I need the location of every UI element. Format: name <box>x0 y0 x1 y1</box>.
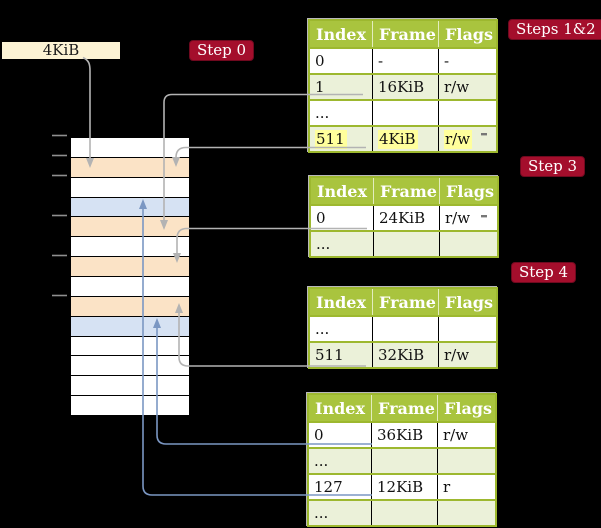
cell-flags <box>438 315 496 342</box>
cell-flags <box>439 230 497 256</box>
table-row: ... <box>310 315 496 342</box>
table-row: ... <box>309 499 495 525</box>
memory-row <box>71 396 189 416</box>
physical-memory-column <box>70 137 190 416</box>
col-header-frame: Frame <box>372 289 439 316</box>
highlight: 4KiB <box>378 130 418 149</box>
table-row-highlighted: 511 4KiB r/w <box>310 125 496 151</box>
memory-row <box>71 157 189 178</box>
cell-frame: 4KiB <box>372 125 439 151</box>
cell-flags: r/w <box>439 204 497 231</box>
badge-step-0: Step 0 <box>189 40 255 61</box>
memory-row <box>71 237 189 258</box>
cell-index: ... <box>309 447 372 474</box>
page-table-steps-1-2: Index Frame Flags 0 - - 1 16KiB r/w ... <box>308 19 498 153</box>
cell-frame <box>372 315 439 342</box>
cell-flags: r/w <box>438 125 496 151</box>
cell-frame: - <box>372 47 439 74</box>
table-header-row: Index Frame Flags <box>310 21 496 48</box>
cell-index: 0 <box>309 421 372 448</box>
cell-index: 0 <box>311 204 374 231</box>
table: Index Frame Flags 0 36KiB r/w ... 127 12… <box>309 395 495 525</box>
cell-frame <box>371 499 438 525</box>
cell-flags <box>438 99 496 126</box>
page-table-step-3: Index Frame Flags 0 24KiB r/w ... <box>309 176 499 258</box>
cell-flags: r/w <box>437 421 495 448</box>
table-row: ... <box>310 99 496 126</box>
col-header-index: Index <box>310 21 373 48</box>
badge-step-4: Step 4 <box>511 262 577 283</box>
cell-frame: 24KiB <box>373 204 440 231</box>
memory-row <box>71 296 189 317</box>
col-header-flags: Flags <box>437 395 495 422</box>
page-table-last-level: Index Frame Flags 0 36KiB r/w ... 127 12… <box>307 393 497 527</box>
cell-index: ... <box>310 99 373 126</box>
cell-index: ... <box>309 499 372 525</box>
col-header-flags: Flags <box>438 289 496 316</box>
page-table-step-4-upper: Index Frame Flags ... 511 32KiB r/w <box>308 287 498 369</box>
memory-row <box>71 316 189 337</box>
table-row: 1 16KiB r/w <box>310 73 496 100</box>
page-size-label: 4KiB <box>2 42 120 59</box>
cell-frame: 36KiB <box>371 421 438 448</box>
col-header-frame: Frame <box>372 21 439 48</box>
table: Index Frame Flags 0 - - 1 16KiB r/w ... <box>310 21 496 151</box>
cell-index: 511 <box>310 341 373 367</box>
col-header-frame: Frame <box>373 178 440 205</box>
table-row: 511 32KiB r/w <box>310 341 496 367</box>
cell-flags <box>437 499 495 525</box>
highlight: 511 <box>315 130 347 149</box>
col-header-flags: Flags <box>439 178 497 205</box>
address-ticks <box>52 134 67 297</box>
cell-index: 0 <box>310 47 373 74</box>
memory-row <box>71 336 189 357</box>
table-header-row: Index Frame Flags <box>310 289 496 316</box>
col-header-frame: Frame <box>371 395 438 422</box>
memory-row <box>71 356 189 377</box>
cell-index: 1 <box>310 73 373 100</box>
table-header-row: Index Frame Flags <box>309 395 495 422</box>
table-row: 127 12KiB r <box>309 473 495 500</box>
memory-row <box>71 197 189 218</box>
cell-frame <box>372 99 439 126</box>
table-row: 0 - - <box>310 47 496 74</box>
highlight: r/w <box>444 130 473 149</box>
table-row: ... <box>311 230 497 256</box>
badge-steps-1-2: Steps 1&2 <box>508 19 601 40</box>
col-header-index: Index <box>311 178 374 205</box>
table: Index Frame Flags ... 511 32KiB r/w <box>310 289 496 367</box>
memory-row <box>71 376 189 397</box>
memory-row <box>71 277 189 297</box>
cell-flags <box>437 447 495 474</box>
cell-frame: 12KiB <box>371 473 438 500</box>
cell-index: ... <box>311 230 374 256</box>
cell-frame: 32KiB <box>372 341 439 367</box>
cell-flags: r/w <box>438 73 496 100</box>
table-row: ... <box>309 447 495 474</box>
cell-flags: - <box>438 47 496 74</box>
memory-row <box>71 257 189 278</box>
col-header-index: Index <box>309 395 372 422</box>
table-header-row: Index Frame Flags <box>311 178 497 205</box>
memory-row <box>71 217 189 238</box>
cell-flags: r/w <box>438 341 496 367</box>
cell-index: 511 <box>310 125 373 151</box>
col-header-flags: Flags <box>438 21 496 48</box>
cell-frame <box>371 447 438 474</box>
memory-row <box>71 138 189 158</box>
cell-index: ... <box>310 315 373 342</box>
cell-index: 127 <box>309 473 372 500</box>
badge-step-3: Step 3 <box>520 156 586 177</box>
col-header-index: Index <box>310 289 373 316</box>
cell-frame: 16KiB <box>372 73 439 100</box>
memory-row <box>71 177 189 198</box>
cell-frame <box>373 230 440 256</box>
cell-flags: r <box>437 473 495 500</box>
table: Index Frame Flags 0 24KiB r/w ... <box>311 178 497 256</box>
table-row: 0 36KiB r/w <box>309 421 495 448</box>
table-row: 0 24KiB r/w <box>311 204 497 231</box>
